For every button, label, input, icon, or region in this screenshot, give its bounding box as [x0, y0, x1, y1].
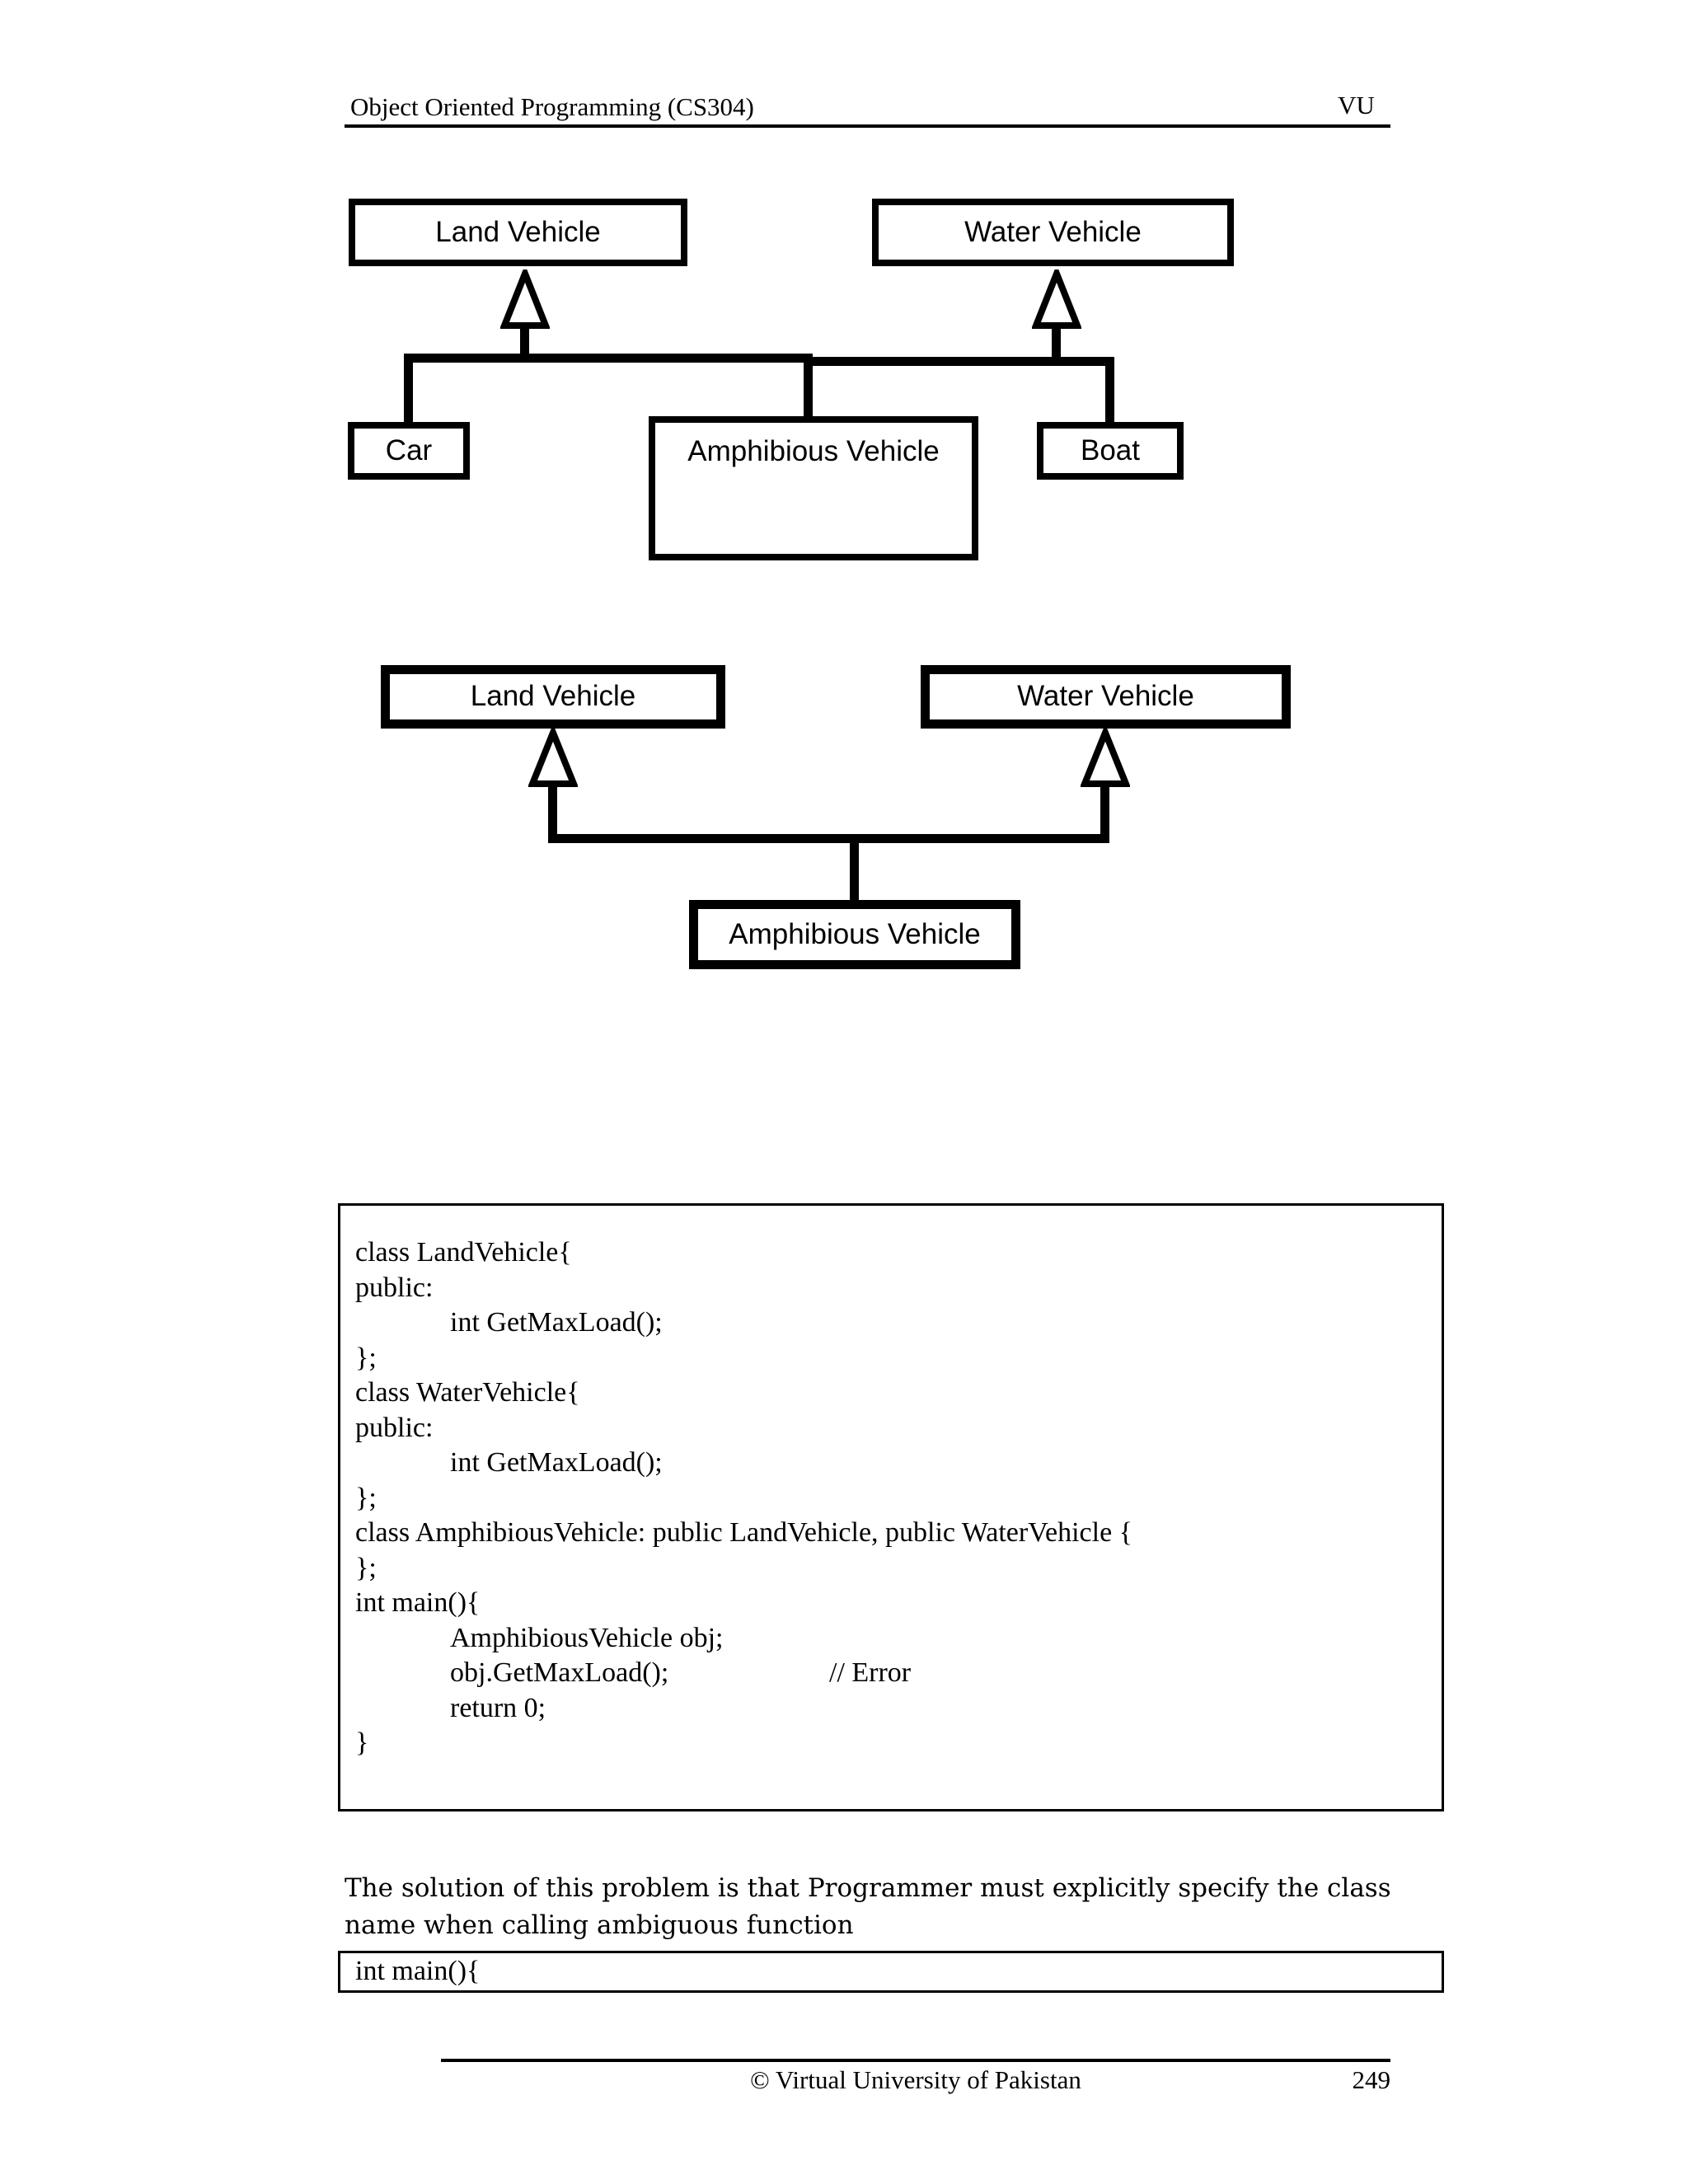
connector-riser-car: [404, 354, 413, 424]
class-box-land-vehicle: Land Vehicle: [349, 199, 687, 266]
code-block-solution-start: int main(){: [338, 1951, 1444, 1993]
inheritance-arrowhead-icon: [1081, 729, 1130, 787]
connector-stem-water: [1100, 781, 1109, 843]
footer-page-number: 249: [1352, 2065, 1391, 2094]
class-box-label: Amphibious Vehicle: [687, 435, 940, 467]
class-box-boat: Boat: [1037, 422, 1184, 480]
header-rule: [345, 124, 1390, 128]
code-block-ambiguity-example: class LandVehicle{ public: int GetMaxLoa…: [338, 1203, 1444, 1811]
class-box-water-vehicle: Water Vehicle: [921, 665, 1291, 729]
solution-paragraph: The solution of this problem is that Pro…: [345, 1873, 1391, 1940]
class-box-water-vehicle: Water Vehicle: [872, 199, 1234, 266]
code-text: class LandVehicle{ public: int GetMaxLoa…: [355, 1237, 1132, 1758]
class-box-label: Car: [385, 434, 433, 466]
class-box-label: Water Vehicle: [964, 215, 1142, 248]
course-title: Object Oriented Programming (CS304): [350, 92, 754, 121]
footer-copyright: © Virtual University of Pakistan: [750, 2065, 1081, 2094]
footer-row: © Virtual University of Pakistan 249: [441, 2065, 1390, 2098]
class-box-car: Car: [348, 422, 470, 480]
connector-horizontal: [548, 834, 1109, 843]
connector-stem-water: [1052, 323, 1061, 366]
connector-stem-land: [520, 323, 529, 363]
connector-riser-boat: [1105, 357, 1114, 424]
university-code: VU: [1338, 91, 1375, 120]
footer-rule: [441, 2059, 1390, 2062]
inheritance-arrowhead-icon: [528, 729, 578, 787]
connector-riser-amphibious: [850, 834, 859, 900]
class-box-label: Amphibious Vehicle: [729, 917, 981, 950]
class-box-label: Land Vehicle: [435, 215, 601, 248]
class-box-amphibious-vehicle: Amphibious Vehicle: [689, 900, 1020, 969]
class-box-land-vehicle: Land Vehicle: [381, 665, 725, 729]
code-text: int main(){: [355, 1956, 481, 1987]
connector-horizontal-water-children: [804, 357, 1114, 366]
connector-stem-land: [548, 781, 557, 843]
connector-horizontal-land-children: [404, 354, 813, 363]
class-box-label: Land Vehicle: [470, 680, 636, 713]
connector-riser-amphibious: [804, 354, 813, 419]
class-box-label: Water Vehicle: [1017, 680, 1194, 713]
class-box-label: Boat: [1081, 434, 1140, 466]
class-box-amphibious-vehicle: Amphibious Vehicle: [649, 416, 978, 560]
